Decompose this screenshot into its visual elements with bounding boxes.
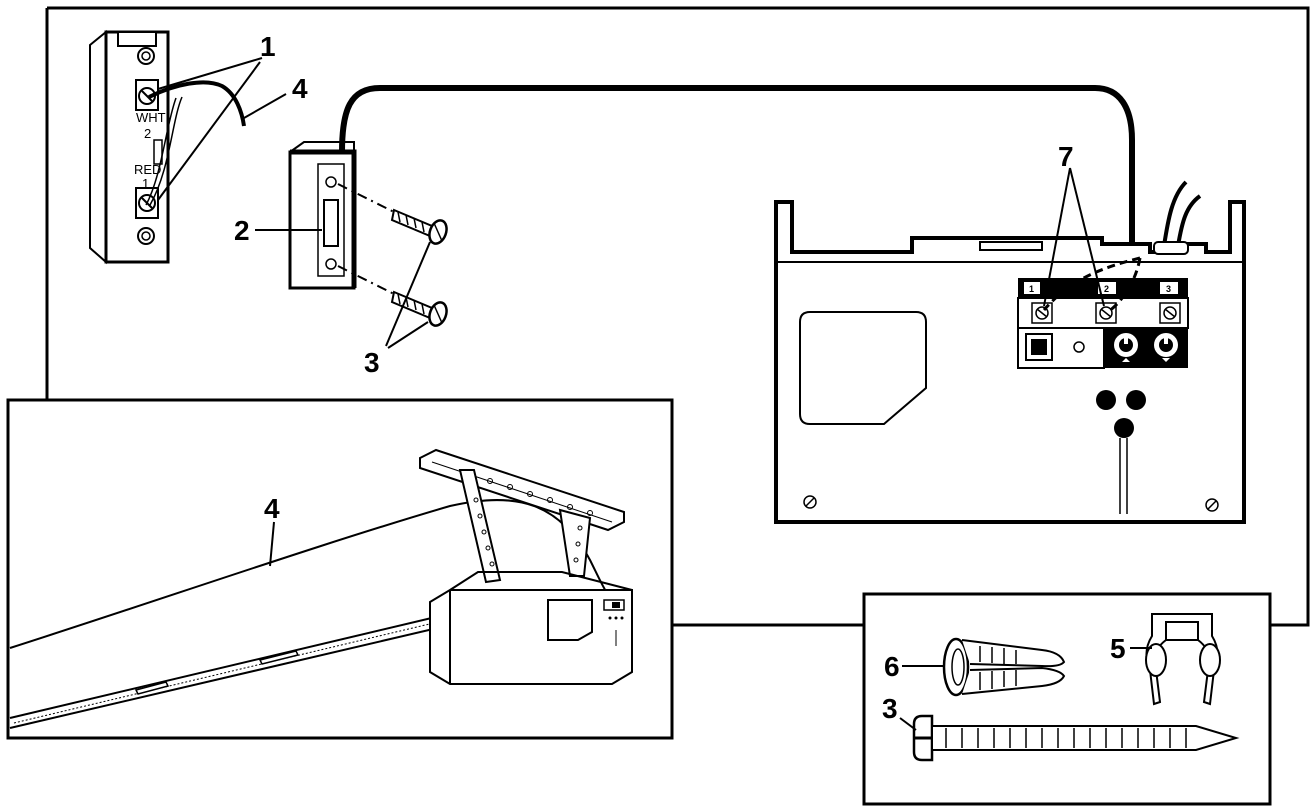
terminal-1-label: 1 [1029, 284, 1034, 294]
insulated-staple [1145, 613, 1221, 706]
screw-upper [337, 183, 448, 245]
callout-4-inset: 4 [264, 493, 280, 524]
drywall-anchor [942, 637, 1066, 697]
terminal-2-label: 2 [1104, 284, 1109, 294]
callout-2: 2 [234, 215, 250, 246]
callout-7: 7 [1058, 141, 1074, 172]
wall-control-wires [148, 80, 246, 127]
screw-lower [337, 265, 448, 327]
terminal-3-label: 3 [1166, 284, 1171, 294]
screw-hardware [912, 714, 1240, 762]
inset-bell-wire [9, 499, 617, 649]
callout-5: 5 [1110, 633, 1126, 664]
opener-panel: 1 2 3 [774, 180, 1246, 524]
bell-wire-cable [339, 85, 1135, 262]
callout-3-hardware: 3 [882, 693, 898, 724]
callout-1: 1 [260, 31, 276, 62]
wht-label: WHT [136, 110, 166, 125]
wall-control-rear: WHT 2 RED 1 [89, 29, 246, 265]
callout-4-top: 4 [292, 73, 308, 104]
red-label: RED [134, 162, 161, 177]
callout-6: 6 [884, 651, 900, 682]
callout-3-upper: 3 [364, 347, 380, 378]
wall-button-front [288, 141, 357, 290]
wht-number: 2 [144, 126, 151, 141]
red-number: 1 [142, 176, 149, 191]
opener-on-rail [9, 448, 633, 729]
